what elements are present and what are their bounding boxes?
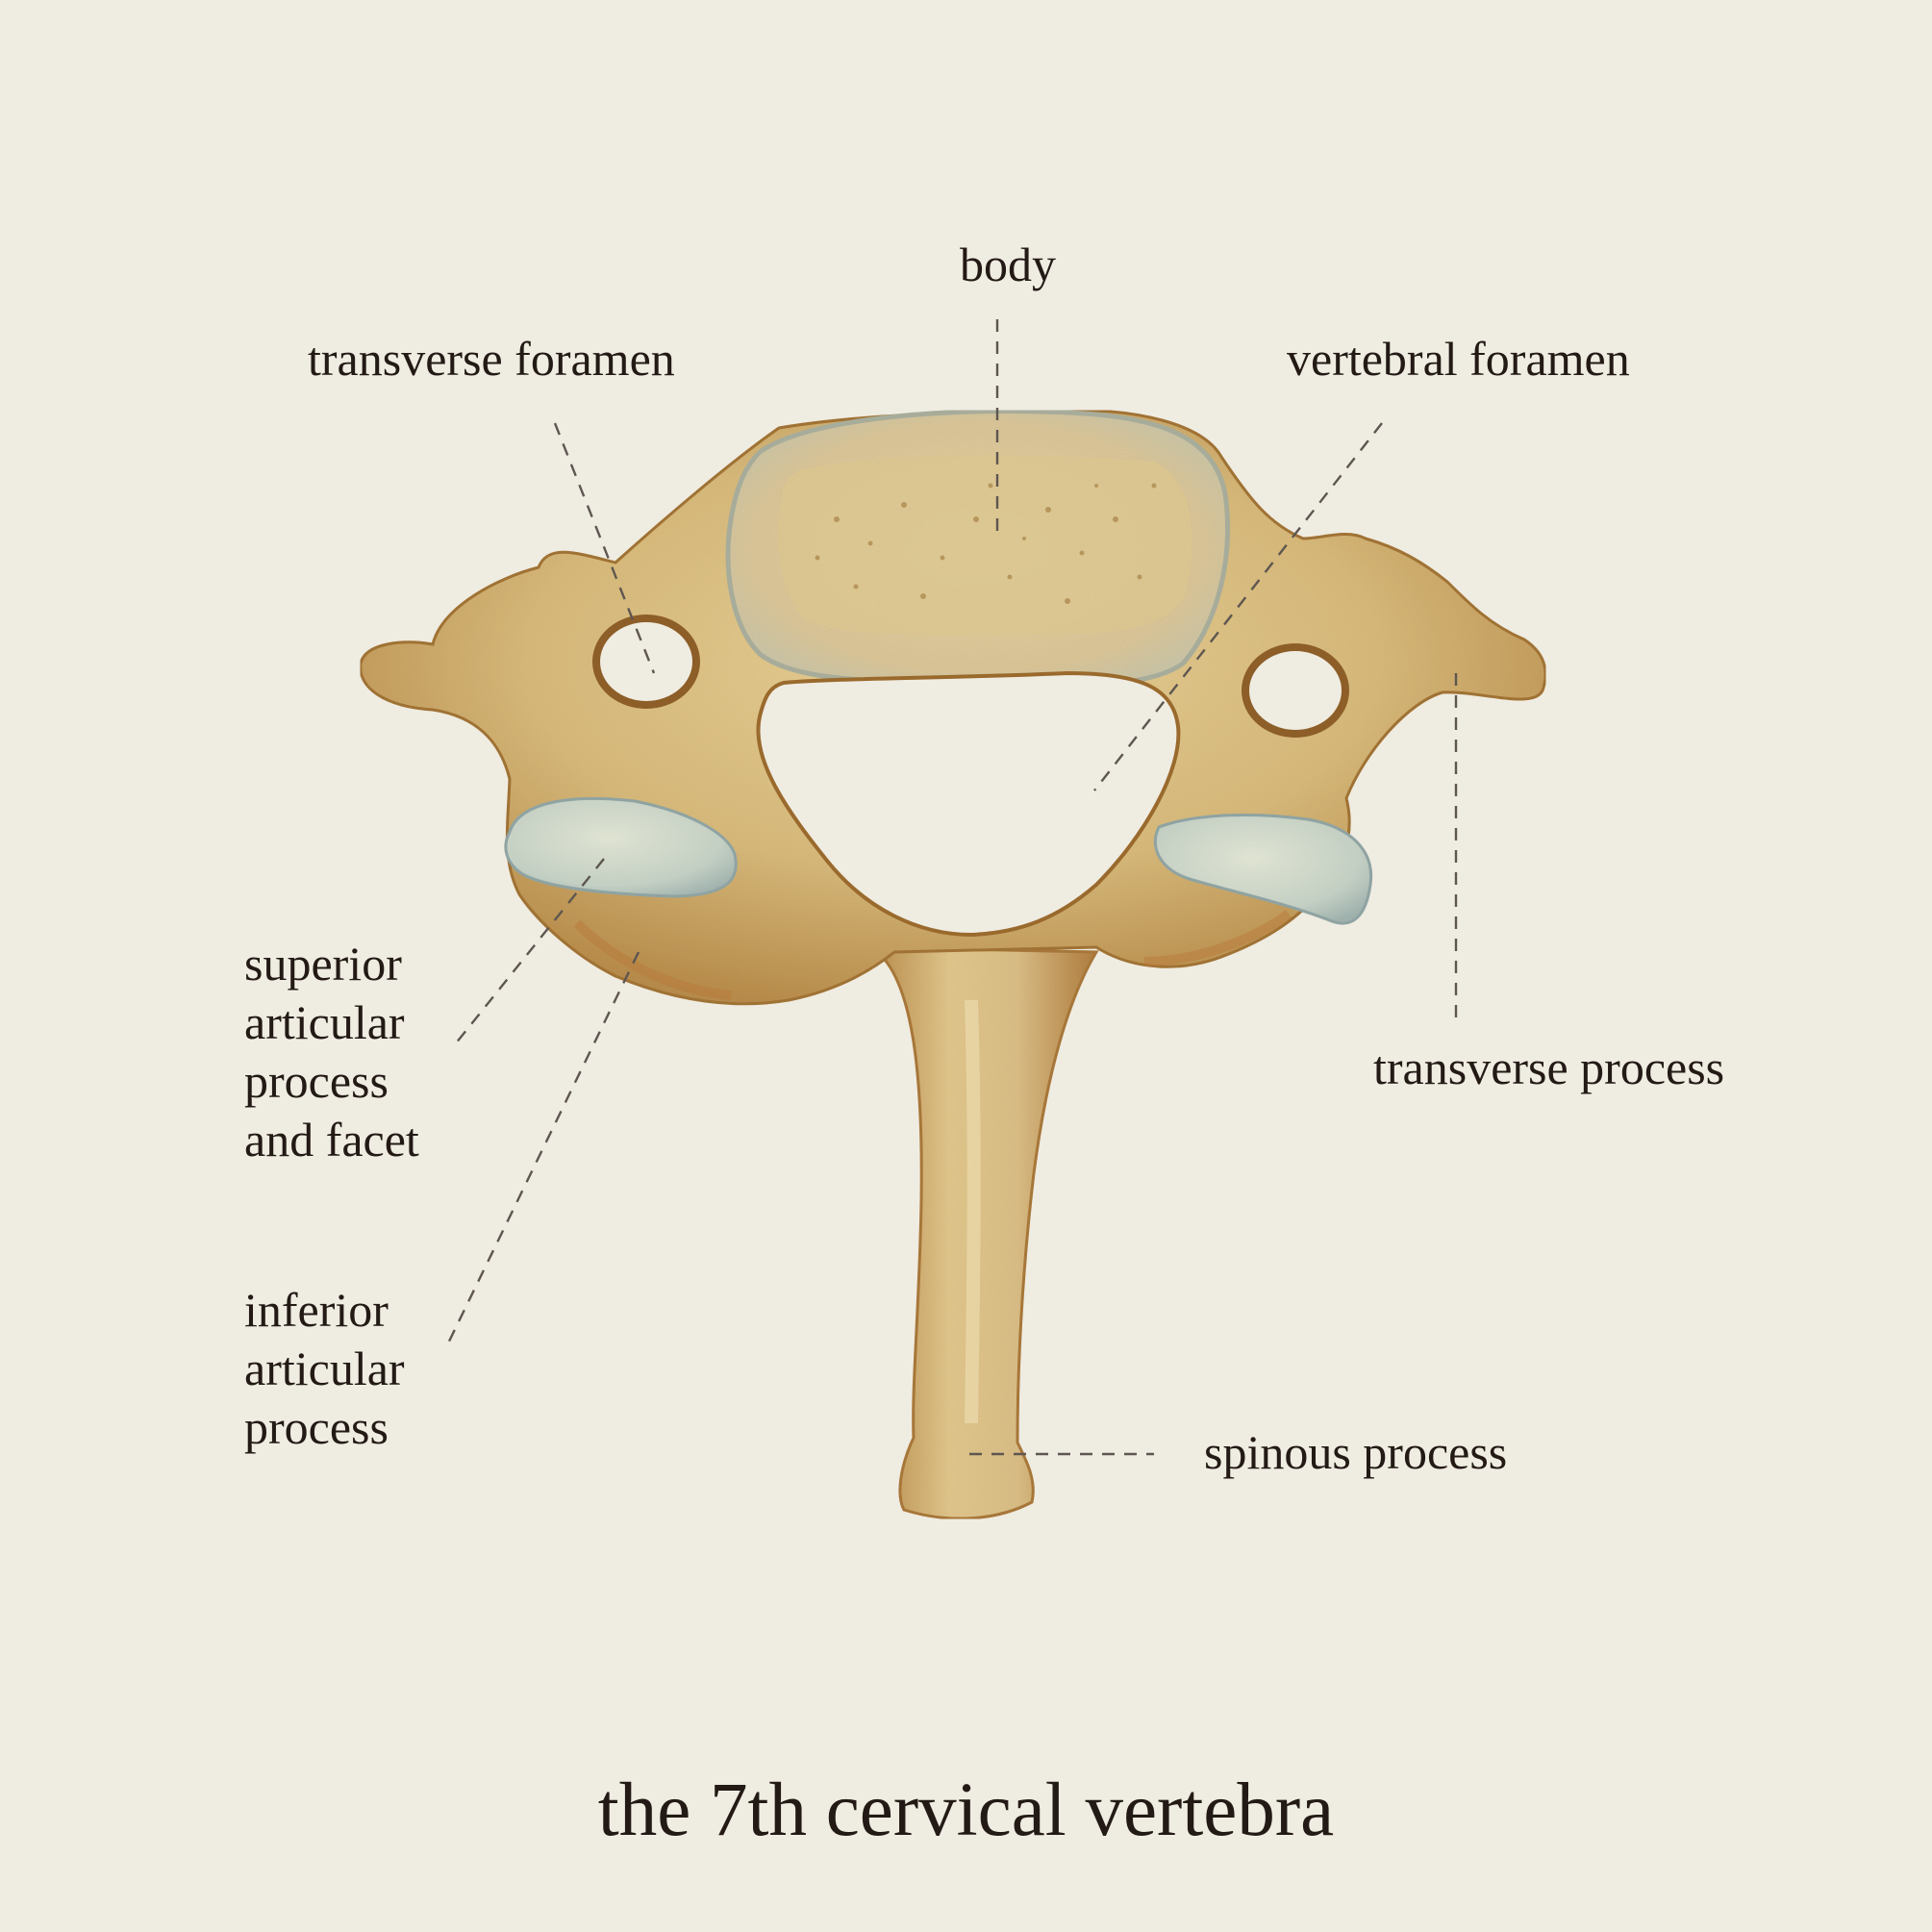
right-transverse-foramen-shape <box>1242 643 1349 738</box>
label-transverse-foramen: transverse foramen <box>308 332 675 386</box>
vertebral-foramen-shape <box>756 670 1181 938</box>
label-line: articular <box>244 995 405 1049</box>
spinous-process-shape <box>869 945 1099 1520</box>
label-line: process <box>244 1400 389 1454</box>
body-pores <box>815 483 1157 604</box>
diagram-caption: the 7th cervical vertebra <box>597 1769 1335 1852</box>
label-vertebral-foramen: vertebral foramen <box>1287 332 1630 386</box>
label-line: superior <box>244 937 402 991</box>
right-articular-facet-shape <box>1153 813 1373 925</box>
left-transverse-foramen-shape <box>592 615 700 709</box>
label-body: body <box>960 238 1056 291</box>
label-superior-articular-process: superior articular process and facet <box>244 935 419 1169</box>
leader-lines <box>443 319 1458 1456</box>
label-transverse-process: transverse process <box>1373 1041 1725 1094</box>
label-inferior-articular-process: inferior articular process <box>244 1281 405 1457</box>
label-line: inferior <box>244 1283 389 1337</box>
left-articular-facet-shape <box>504 796 738 898</box>
label-line: articular <box>244 1342 405 1395</box>
label-spinous-process: spinous process <box>1204 1425 1508 1479</box>
label-line: process <box>244 1054 389 1108</box>
label-line: and facet <box>244 1113 419 1167</box>
